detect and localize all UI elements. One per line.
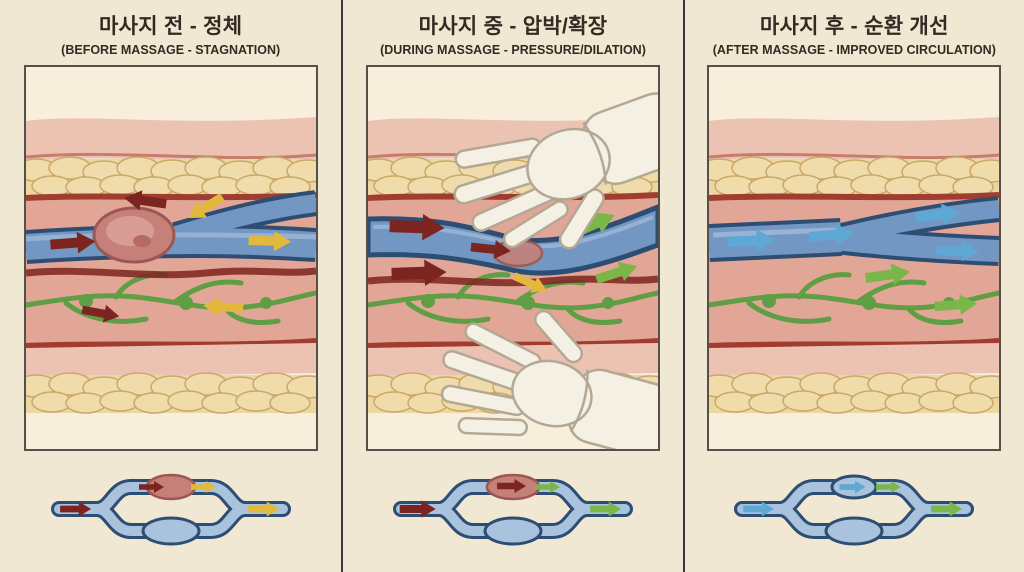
- during-schematic-svg: [392, 473, 633, 546]
- artery-vessel: [367, 275, 658, 287]
- tissue-layers: [709, 117, 999, 413]
- during-schematic: [392, 463, 633, 555]
- massage-hand-top: [453, 92, 658, 250]
- panel-title-after: 마사지 후 - 순환 개선: [759, 15, 949, 38]
- before-schematic: [50, 463, 291, 555]
- panel-subtitle-after: (AFTER MASSAGE - IMPROVED CIRCULATION): [712, 43, 996, 57]
- after-tissue-svg: [709, 67, 1000, 449]
- panel-before: 마사지 전 - 정체 (BEFORE MASSAGE - STAGNATION): [0, 0, 341, 572]
- tissue-layers: [26, 117, 316, 413]
- after-schematic: [734, 463, 975, 555]
- panel-after: 마사지 후 - 순환 개선 (AFTER MASSAGE - IMPROVED …: [682, 0, 1024, 572]
- after-schematic-svg: [734, 474, 975, 546]
- massage-hand-bottom: [440, 309, 658, 449]
- schematic-lower-bulge: [483, 516, 543, 546]
- after-illustration: [707, 65, 1002, 451]
- panel-title-before: 마사지 전 - 정체: [98, 15, 243, 38]
- blood-clot: [92, 206, 176, 264]
- before-illustration: [23, 65, 318, 451]
- schematic-lower-bulge: [824, 516, 884, 546]
- schematic-lower-bulge: [141, 516, 201, 546]
- during-illustration: [365, 65, 660, 451]
- artery-vessel: [25, 267, 316, 279]
- panel-subtitle-before: (BEFORE MASSAGE - STAGNATION): [61, 43, 281, 57]
- before-tissue-svg: [25, 67, 316, 449]
- during-tissue-svg: [367, 67, 658, 449]
- panel-title-during: 마사지 중 - 압박/확장: [418, 15, 608, 38]
- panel-during: 마사지 중 - 압박/확장 (DURING MASSAGE - PRESSURE…: [341, 0, 682, 572]
- before-schematic-svg: [50, 473, 291, 546]
- panel-subtitle-during: (DURING MASSAGE - PRESSURE/DILATION): [380, 43, 646, 57]
